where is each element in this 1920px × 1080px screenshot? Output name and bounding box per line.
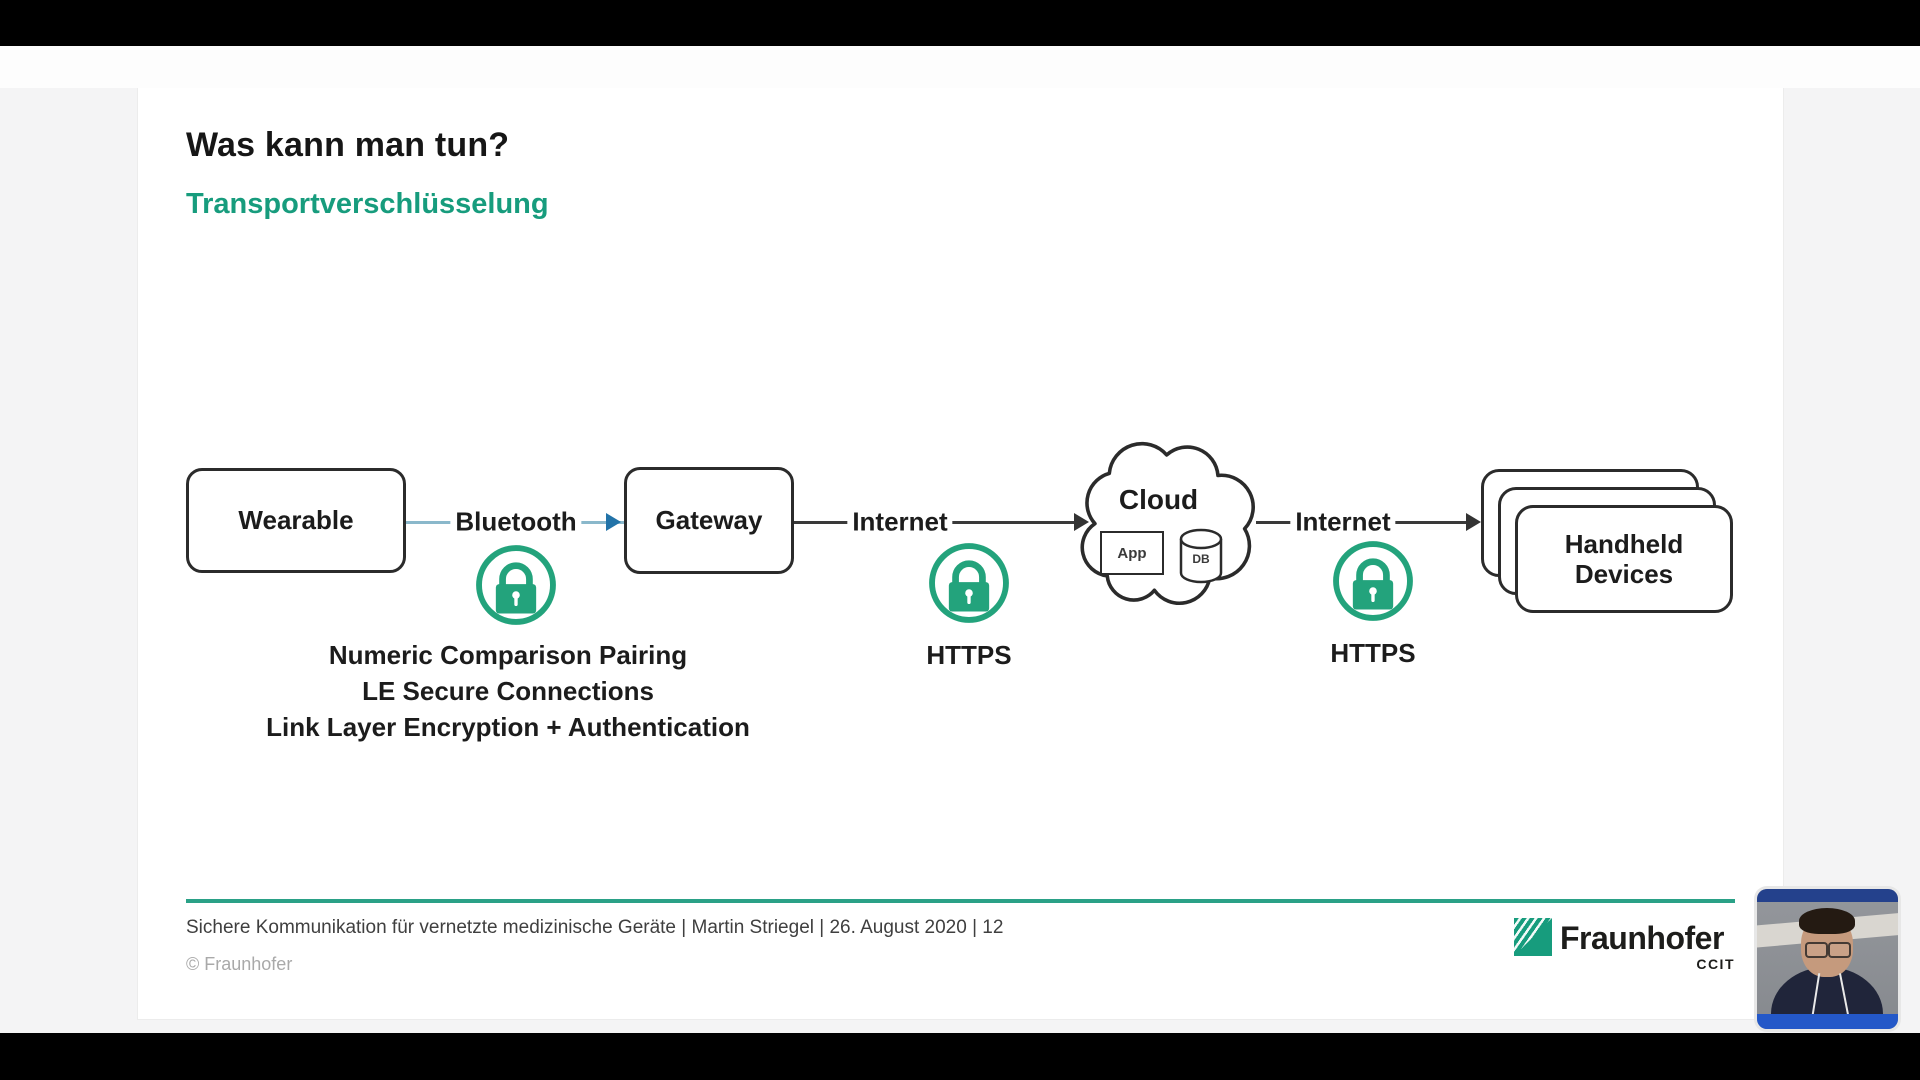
https-label-2: HTTPS — [1330, 638, 1416, 668]
link-bluetooth-label: Bluetooth — [450, 506, 582, 538]
webcam-bottom-bar — [1757, 1014, 1898, 1029]
letterbox-bottom — [0, 1033, 1920, 1080]
cloud-db-label: DB — [1192, 552, 1210, 566]
link-internet-label-2: Internet — [1290, 506, 1396, 538]
speaker-hair — [1799, 908, 1855, 934]
webcam-top-bar — [1757, 889, 1898, 902]
webcam-overlay — [1757, 889, 1898, 1029]
node-gateway: Gateway — [624, 467, 794, 574]
letterbox-top — [0, 0, 1920, 46]
footer-info: Sichere Kommunikation für vernetzte medi… — [186, 917, 1004, 938]
database-cylinder-icon — [1179, 528, 1223, 584]
node-wearable-label: Wearable — [238, 505, 354, 535]
presentation-slide: Was kann man tun? Transportverschlüsselu… — [137, 88, 1784, 1020]
node-handheld-label: Handheld Devices — [1564, 529, 1684, 589]
https-label-1: HTTPS — [926, 640, 1012, 670]
security-line-1: Numeric Comparison Pairing — [328, 640, 688, 670]
lock-icon — [929, 543, 1009, 623]
fraunhofer-ccit-label: CCIT — [1696, 956, 1735, 972]
lock-icon — [1333, 541, 1413, 621]
slide-subtitle: Transportverschlüsselung — [186, 188, 549, 220]
internet-arrowhead-icon-2 — [1466, 513, 1481, 531]
node-cloud: Cloud App DB — [1056, 426, 1261, 611]
fraunhofer-logo: Fraunhofer CCIT — [1514, 916, 1735, 974]
internet-arrowhead-icon-1 — [1074, 513, 1089, 531]
fraunhofer-wordmark: Fraunhofer — [1560, 920, 1724, 956]
footer-divider — [186, 899, 1735, 903]
fraunhofer-logo-icon — [1514, 918, 1552, 956]
cloud-db-icon: DB — [1176, 528, 1226, 584]
bluetooth-security-text: Numeric Comparison Pairing LE Secure Con… — [226, 637, 790, 745]
slide-title: Was kann man tun? — [186, 126, 510, 164]
security-line-2: LE Secure Connections — [362, 676, 654, 706]
bluetooth-arrowhead-icon — [606, 513, 621, 531]
node-wearable: Wearable — [186, 468, 406, 573]
security-line-3: Link Layer Encryption + Authentication — [266, 712, 750, 742]
node-gateway-label: Gateway — [655, 505, 763, 535]
link-internet-label-1: Internet — [847, 506, 953, 538]
cloud-app-icon: App — [1100, 531, 1164, 575]
node-handheld-devices: Handheld Devices — [1515, 505, 1733, 613]
node-cloud-label: Cloud — [1118, 484, 1199, 515]
cloud-app-label: App — [1117, 544, 1147, 562]
lock-icon — [476, 545, 556, 625]
white-band — [0, 46, 1920, 88]
footer-copyright: © Fraunhofer — [186, 954, 293, 974]
speaker-glasses — [1805, 942, 1851, 958]
